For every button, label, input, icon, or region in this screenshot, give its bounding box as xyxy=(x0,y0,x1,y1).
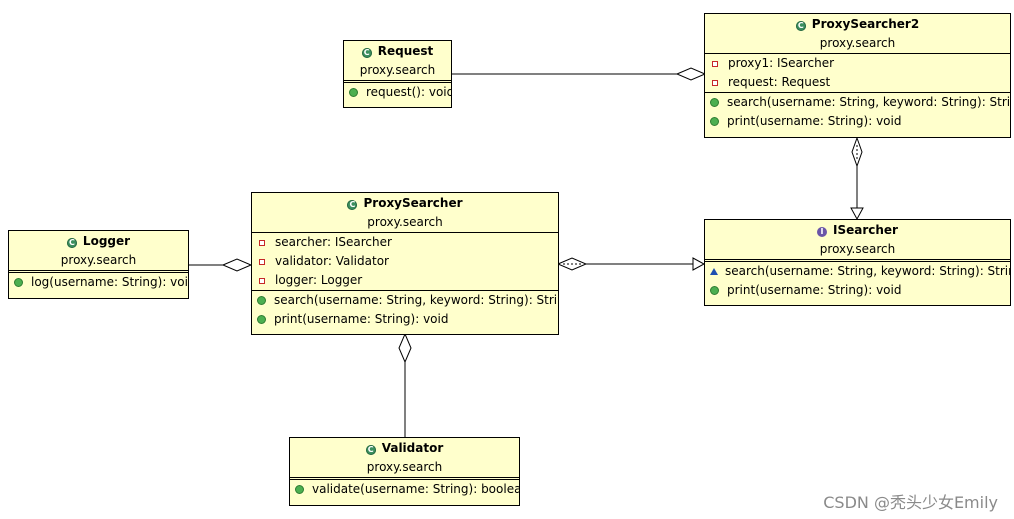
method-row: print(username: String): void xyxy=(252,310,558,329)
field-row: proxy1: ISearcher xyxy=(705,54,1010,73)
request-to-proxysearcher2-aggregation xyxy=(451,67,707,81)
interface-isearcher-methods: search(username: String, keyword: String… xyxy=(705,259,1010,300)
method-row: print(username: String): void xyxy=(705,281,1010,300)
method-label: search(username: String, keyword: String… xyxy=(727,95,1010,109)
proxysearcher-to-isearcher-link xyxy=(556,257,706,271)
method-row: search(username: String, keyword: String… xyxy=(252,291,558,310)
field-row: searcher: ISearcher xyxy=(252,233,558,252)
method-label: search(username: String, keyword: String… xyxy=(725,264,1010,278)
interface-i-icon: I xyxy=(817,227,827,237)
field-label: logger: Logger xyxy=(275,273,363,287)
class-proxysearcher-fields: searcher: ISearcher validator: Validator… xyxy=(252,233,558,291)
public-member-icon xyxy=(710,98,719,107)
method-row: search(username: String, keyword: String… xyxy=(705,262,1010,281)
class-proxysearcher2-methods: search(username: String, keyword: String… xyxy=(705,93,1010,131)
class-logger[interactable]: C Logger proxy.search log(username: Strin… xyxy=(8,230,189,299)
class-request-methods: request(): void xyxy=(344,80,451,102)
method-row: request(): void xyxy=(344,83,451,102)
method-row: log(username: String): void xyxy=(9,273,188,292)
interface-isearcher-header: I ISearcher proxy.search xyxy=(705,220,1010,260)
method-label: request(): void xyxy=(366,85,451,99)
method-label: search(username: String, keyword: String… xyxy=(274,293,558,307)
abstract-method-icon xyxy=(710,268,718,275)
private-field-icon xyxy=(259,258,265,265)
private-field-icon xyxy=(712,60,718,67)
private-field-icon xyxy=(712,79,718,86)
field-label: proxy1: ISearcher xyxy=(728,56,835,70)
class-request-name: Request xyxy=(377,44,434,58)
class-proxysearcher2-header: C ProxySearcher2 proxy.search xyxy=(705,14,1010,54)
field-label: validator: Validator xyxy=(275,254,389,268)
class-c-icon: C xyxy=(365,445,376,455)
method-label: validate(username: String): boolean xyxy=(312,482,519,496)
logger-to-proxysearcher-aggregation xyxy=(189,258,253,272)
class-proxysearcher2-package: proxy.search xyxy=(819,36,896,50)
method-label: print(username: String): void xyxy=(727,114,902,128)
public-member-icon xyxy=(257,315,266,324)
class-request-header: C Request proxy.search xyxy=(344,41,451,81)
class-proxysearcher-package: proxy.search xyxy=(367,215,443,229)
interface-isearcher-name: ISearcher xyxy=(833,223,898,237)
watermark-text: CSDN @秃头少女Emily xyxy=(823,493,998,512)
class-validator-name: Validator xyxy=(381,441,444,455)
public-member-icon xyxy=(710,286,719,295)
method-label: print(username: String): void xyxy=(274,312,449,326)
field-label: searcher: ISearcher xyxy=(275,235,392,249)
public-member-icon xyxy=(349,88,358,97)
class-logger-header: C Logger proxy.search xyxy=(9,231,188,271)
method-row: validate(username: String): boolean xyxy=(290,480,519,499)
class-logger-package: proxy.search xyxy=(60,253,137,267)
class-c-icon: C xyxy=(795,21,806,31)
public-member-icon xyxy=(257,296,266,305)
class-proxysearcher2-name: ProxySearcher2 xyxy=(811,17,920,31)
class-logger-methods: log(username: String): void xyxy=(9,270,188,292)
class-validator-package: proxy.search xyxy=(366,460,443,474)
interface-isearcher[interactable]: I ISearcher proxy.search search(username:… xyxy=(704,219,1011,306)
class-request-package: proxy.search xyxy=(359,63,436,77)
field-row: request: Request xyxy=(705,73,1010,92)
interface-isearcher-package: proxy.search xyxy=(819,242,896,256)
public-member-icon xyxy=(14,278,23,287)
class-c-icon: C xyxy=(347,200,358,210)
class-proxysearcher2[interactable]: C ProxySearcher2 proxy.search proxy1: ISe… xyxy=(704,13,1011,138)
proxysearcher2-to-isearcher-link xyxy=(850,136,864,221)
field-row: logger: Logger xyxy=(252,271,558,290)
method-row: search(username: String, keyword: String… xyxy=(705,93,1010,112)
private-field-icon xyxy=(259,277,265,284)
field-label: request: Request xyxy=(728,75,831,89)
validator-to-proxysearcher-aggregation xyxy=(398,332,412,437)
class-proxysearcher-methods: search(username: String, keyword: String… xyxy=(252,291,558,329)
class-validator-header: C Validator proxy.search xyxy=(290,438,519,478)
class-proxysearcher[interactable]: C ProxySearcher proxy.search searcher: IS… xyxy=(251,192,559,335)
private-field-icon xyxy=(259,239,265,246)
class-request[interactable]: C Request proxy.search request(): void xyxy=(343,40,452,108)
class-c-icon: C xyxy=(361,48,372,58)
class-proxysearcher2-fields: proxy1: ISearcher request: Request xyxy=(705,54,1010,93)
method-row: print(username: String): void xyxy=(705,112,1010,131)
public-member-icon xyxy=(710,117,719,126)
class-proxysearcher-name: ProxySearcher xyxy=(363,196,463,210)
class-validator[interactable]: C Validator proxy.search validate(usernam… xyxy=(289,437,520,506)
class-proxysearcher-header: C ProxySearcher proxy.search xyxy=(252,193,558,233)
class-logger-name: Logger xyxy=(82,234,131,248)
field-row: validator: Validator xyxy=(252,252,558,271)
public-member-icon xyxy=(295,485,304,494)
class-c-icon: C xyxy=(66,238,77,248)
class-validator-methods: validate(username: String): boolean xyxy=(290,477,519,499)
method-label: print(username: String): void xyxy=(727,283,902,297)
method-label: log(username: String): void xyxy=(31,275,188,289)
